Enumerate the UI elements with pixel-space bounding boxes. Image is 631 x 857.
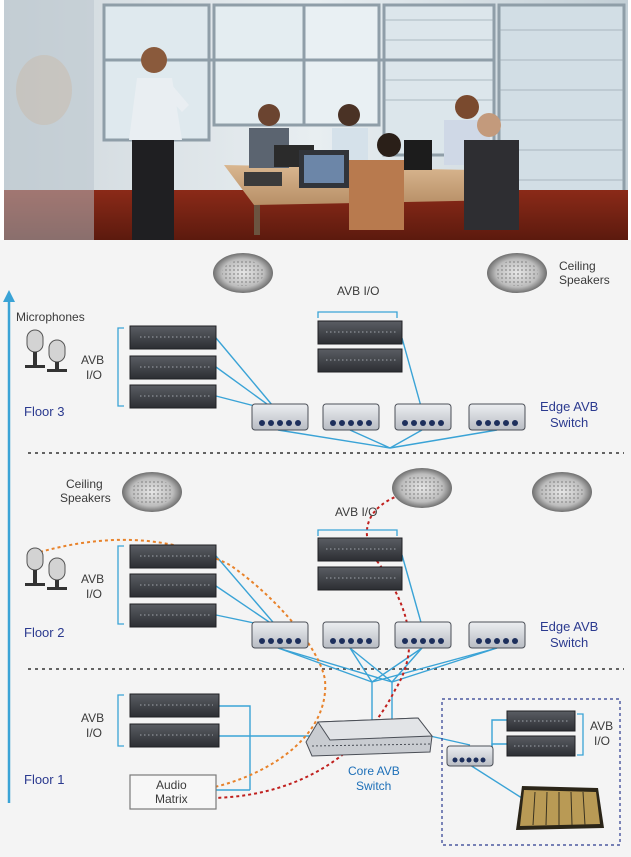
label-edge-avb: Edge AVB (540, 619, 598, 634)
conference-room-photo (4, 0, 628, 240)
label-ceiling: Ceiling (559, 259, 596, 273)
avb-network-diagram: Microphones Ceiling Speakers AVB I/O AVB… (0, 240, 631, 857)
presenter (129, 47, 189, 240)
brackets (117, 311, 584, 756)
label-matrix: Matrix (155, 792, 188, 806)
unit-port-details (140, 331, 570, 747)
label-avb-io: AVB I/O (337, 284, 379, 298)
edge-avb-switches (251, 403, 526, 767)
core-avb-switch (305, 717, 433, 757)
label-floor-3: Floor 3 (24, 404, 64, 419)
label-ceiling: Ceiling (66, 477, 103, 491)
label-io: I/O (86, 726, 102, 740)
switch-ports (259, 420, 518, 763)
label-io: I/O (594, 734, 610, 748)
ceiling-speaker (532, 472, 592, 512)
label-avb: AVB (81, 711, 104, 725)
label-avb: AVB (81, 353, 104, 367)
label-core-avb: Core AVB (348, 764, 400, 778)
label-switch: Switch (550, 635, 588, 650)
label-io: I/O (86, 587, 102, 601)
label-core-switch: Switch (356, 779, 391, 793)
ceiling-speaker (392, 468, 452, 508)
laptop (404, 140, 432, 170)
label-avb-io: AVB I/O (335, 505, 377, 519)
microphone-icon (25, 547, 67, 590)
label-floor-1: Floor 1 (24, 772, 64, 787)
mixing-console-icon (516, 786, 604, 830)
ceiling-speaker (122, 472, 182, 512)
label-avb: AVB (81, 572, 104, 586)
microphone-icon (25, 329, 67, 372)
audio-matrix-box (129, 774, 217, 810)
attendees (249, 95, 519, 230)
ceiling-speaker (213, 253, 273, 293)
ceiling-speaker (487, 253, 547, 293)
label-avb: AVB (590, 719, 613, 733)
label-edge-avb: Edge AVB (540, 399, 598, 414)
label-microphones: Microphones (16, 310, 85, 324)
label-io: I/O (86, 368, 102, 382)
red-audio-path (199, 494, 411, 800)
label-floor-2: Floor 2 (24, 625, 64, 640)
label-speakers: Speakers (60, 491, 111, 505)
label-speakers: Speakers (559, 273, 610, 287)
building-levels-arrow (3, 290, 15, 803)
label-audio: Audio (156, 778, 187, 792)
label-switch: Switch (550, 415, 588, 430)
